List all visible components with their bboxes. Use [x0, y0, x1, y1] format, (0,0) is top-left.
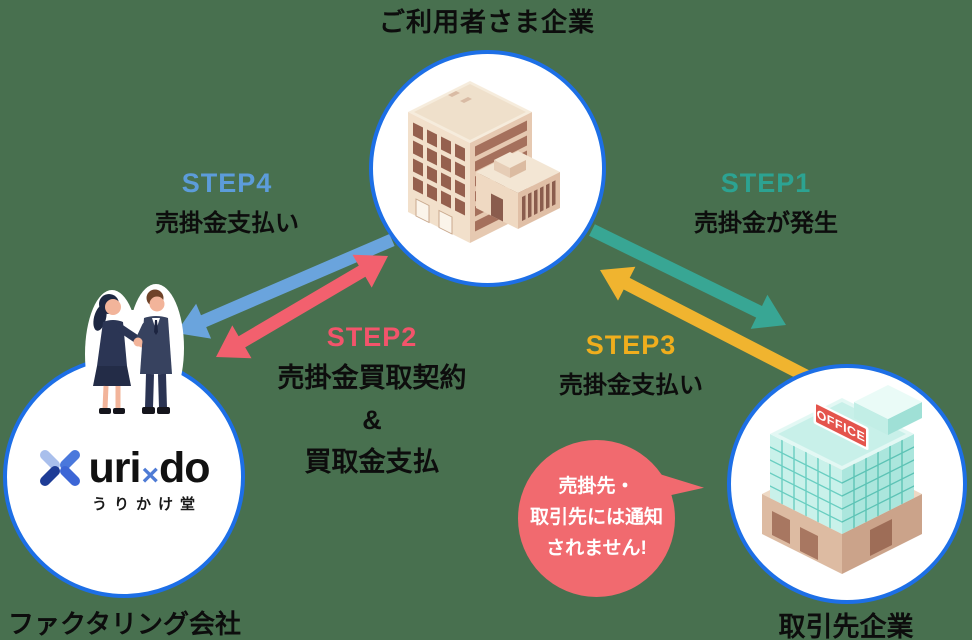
client-company-label: 取引先企業 [778, 612, 914, 640]
tower-front-face [408, 111, 470, 243]
step2-label: STEP2 [326, 322, 418, 352]
uridou-logo-mark-icon [40, 450, 81, 486]
logo-subtext: うりかけ堂 [91, 496, 202, 513]
step4-arrow [176, 234, 395, 339]
teal-office-building-icon: OFFICE [762, 385, 922, 574]
no-notification-bubble: 売掛先・ 取引先には通知 されません! [518, 440, 675, 597]
step3-arrow [600, 266, 809, 382]
factoring-company-circle: uri×do うりかけ堂 [3, 356, 245, 598]
step4-label: STEP4 [181, 168, 273, 198]
step2-description: 売掛金買取契約& 買取金支払 [277, 363, 467, 477]
step1-annotation: STEP1 売掛金が発生 [666, 168, 866, 242]
step4-annotation: STEP4 売掛金支払い [127, 168, 327, 242]
step3-annotation: STEP3 売掛金支払い [531, 330, 731, 404]
logo-x-glyph: × [141, 458, 159, 492]
step1-label: STEP1 [720, 168, 812, 198]
handshake-illustration [85, 284, 184, 418]
factoring-company-label: ファクタリング会社 [8, 609, 241, 639]
step1-description: 売掛金が発生 [694, 210, 838, 238]
bubble-line-2: 取引先には通知 [529, 507, 663, 529]
businessman [133, 289, 172, 414]
glass-side-face [842, 434, 914, 534]
uridou-logo: uri×do うりかけ堂 [7, 446, 241, 514]
bubble-line-1: 売掛先・ [558, 476, 635, 498]
base-side-face [842, 494, 922, 574]
base-front-face [762, 494, 842, 574]
step1-arrow [589, 224, 786, 329]
glass-front-face [770, 434, 842, 534]
user-company-label: ご利用者さま企業 [378, 7, 595, 37]
bubble-line-3: されません! [546, 537, 647, 559]
step3-label: STEP3 [585, 330, 677, 360]
step2-annotation: STEP2 売掛金買取契約& 買取金支払 [272, 322, 472, 484]
step2-arrow [216, 254, 388, 359]
logo-wordmark: uri×do [88, 443, 210, 492]
tan-office-building-icon [408, 81, 560, 243]
step4-description: 売掛金支払い [155, 210, 299, 238]
step3-description: 売掛金支払い [559, 372, 703, 400]
